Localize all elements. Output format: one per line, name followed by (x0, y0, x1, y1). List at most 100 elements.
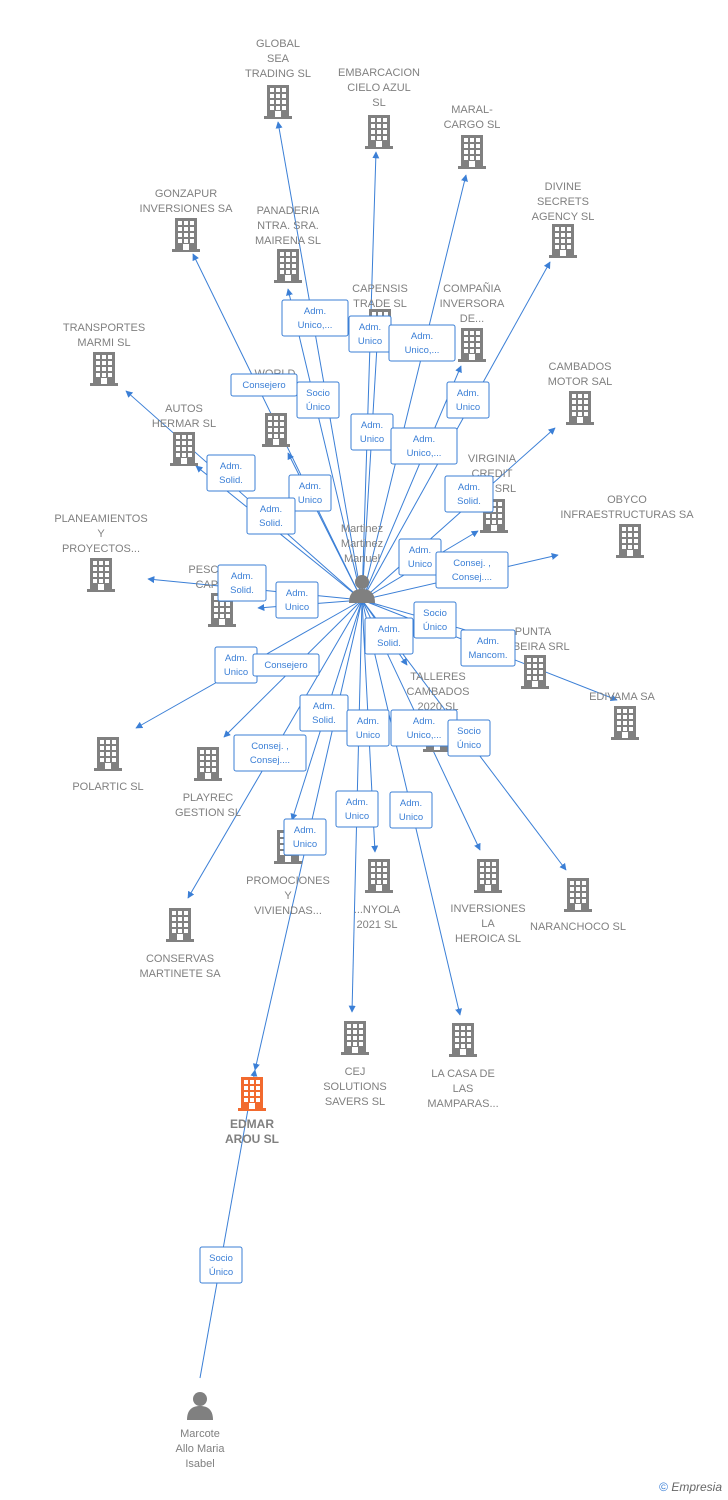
edge-label-box (388, 324, 456, 362)
building-icon (566, 391, 594, 425)
edge-label-box (364, 617, 414, 655)
edge-label-box (246, 497, 296, 535)
edge-label-text: Adm.Solid. (230, 571, 254, 596)
edge-label-box (281, 299, 349, 337)
edge-label-text: Adm.Mancom. (468, 636, 507, 661)
node-naranchoco[interactable]: NARANCHOCO SL (530, 878, 626, 933)
edge-label-promociones: Adm.Unico (283, 818, 327, 856)
edge-label-text: Adm.Unico (360, 420, 384, 445)
node-polartic[interactable]: POLARTIC SL (72, 737, 144, 793)
edge-label-box (199, 1246, 243, 1284)
edge-marcote-to-edmar (199, 1069, 258, 1379)
edge-label-text: Adm.Unico (298, 481, 322, 506)
edge-label-box (460, 629, 516, 667)
edge-label-box (346, 709, 390, 747)
edge-label-text: Adm.Unico (224, 653, 248, 678)
building-icon (194, 747, 222, 781)
edge-label-cej: Adm.Unico (335, 790, 379, 828)
building-icon (87, 558, 115, 592)
building-icon (172, 218, 200, 252)
building-icon (365, 859, 393, 893)
building-icon (458, 135, 486, 169)
edge-label-inversiones_heroica: Adm.Unico,... (390, 709, 458, 747)
credits: © Empresia (659, 1480, 722, 1494)
edge-label-box (275, 581, 319, 619)
node-label: MARAL-CARGO SL (444, 104, 501, 131)
edge-label-embarcacion: Adm.Unico,... (388, 324, 456, 362)
edge-label-box (296, 381, 340, 419)
building-icon (170, 432, 198, 466)
edge-label-text: Adm.Solid. (259, 504, 283, 529)
edge-label-text: Adm.Solid. (219, 461, 243, 486)
edge-label-capensis: Adm.Unico (348, 315, 392, 353)
edge-label-text: Adm.Unico (456, 388, 480, 413)
edge-martinez-to-embarcacion (361, 151, 380, 601)
building-icon (94, 737, 122, 771)
brand-name: Empresia (671, 1480, 722, 1494)
edge-label-global: Adm.Unico,... (281, 299, 349, 337)
edge-label-box (233, 734, 307, 772)
person-icon (187, 1392, 213, 1420)
edge-label-box (413, 601, 457, 639)
building-icon (90, 352, 118, 386)
edge-label-gonzapur: Consejero (230, 373, 298, 397)
edge-label-text: Adm.Solid. (377, 624, 401, 649)
building-icon (611, 706, 639, 740)
edge-label-text: Adm.Solid. (312, 701, 336, 726)
edge-label-text: Adm.Unico,... (407, 434, 442, 459)
edge-label-box (252, 653, 320, 677)
edge-label-text: Adm.Unico,... (298, 306, 333, 331)
edge-label-box (446, 381, 490, 419)
node-label: POLARTIC SL (72, 781, 143, 793)
edge-martinez-to-capensis (361, 345, 381, 601)
building-icon (549, 224, 577, 258)
edge-label-text: Consejero (264, 660, 307, 671)
edge-label-world: Adm.Unico (288, 474, 332, 512)
edge-label-compania: Adm.Unico (350, 413, 394, 451)
edge-label-playrec: Consejero (252, 653, 320, 677)
building-icon (262, 413, 290, 447)
node-maral[interactable]: MARAL-CARGO SL (444, 104, 501, 169)
node-edivama[interactable]: EDIVAMA SA (589, 691, 656, 740)
building-icon (166, 908, 194, 942)
building-icon (274, 249, 302, 283)
edge-label-text: Adm.Unico,... (407, 716, 442, 741)
